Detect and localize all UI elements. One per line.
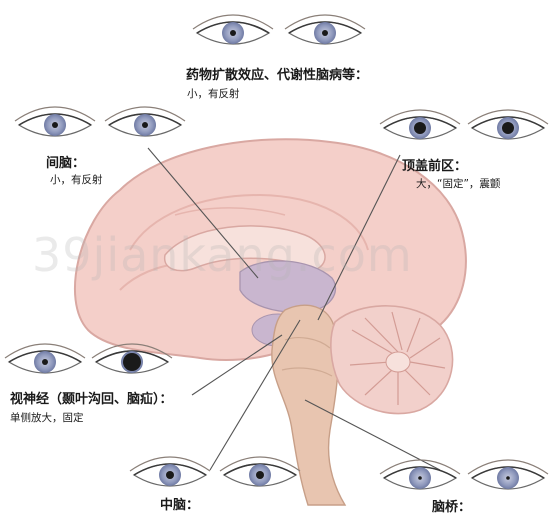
eye-drug-right <box>284 14 366 45</box>
eye-pretectal-right <box>467 109 549 140</box>
watermark: 39jiankang.com <box>32 228 413 282</box>
cerebellum <box>330 305 454 415</box>
eye-optic-right <box>91 343 173 374</box>
eye-pons-left <box>379 459 461 490</box>
eye-pons-right <box>467 459 549 490</box>
drug-title: 药物扩散效应、代谢性脑病等： <box>186 68 369 83</box>
eye-optic-left <box>4 343 86 374</box>
midbrain-title: 中脑： <box>160 498 200 513</box>
drug-desc: 小，有反射 <box>187 88 240 100</box>
eye-mid-left <box>129 456 211 487</box>
optic-desc: 单侧放大，固定 <box>10 412 84 424</box>
cerebrum <box>74 138 467 361</box>
eye-mid-right <box>219 456 301 487</box>
pretectal-title: 顶盖前区： <box>402 159 468 174</box>
optic-title: 视神经（颞叶沟回、脑疝）： <box>10 392 173 407</box>
eye-dien-left <box>14 106 96 137</box>
pretectal-desc: 大，“固定”，震颤 <box>416 178 501 190</box>
eye-dien-right <box>104 106 186 137</box>
eye-pretectal-left <box>379 109 461 140</box>
diencephalon-desc: 小，有反射 <box>50 174 103 186</box>
pons-title: 脑桥： <box>432 500 472 515</box>
diencephalon-title: 间脑： <box>46 156 86 171</box>
pointer-lines <box>147 147 441 471</box>
eye-drug-left <box>192 14 274 45</box>
